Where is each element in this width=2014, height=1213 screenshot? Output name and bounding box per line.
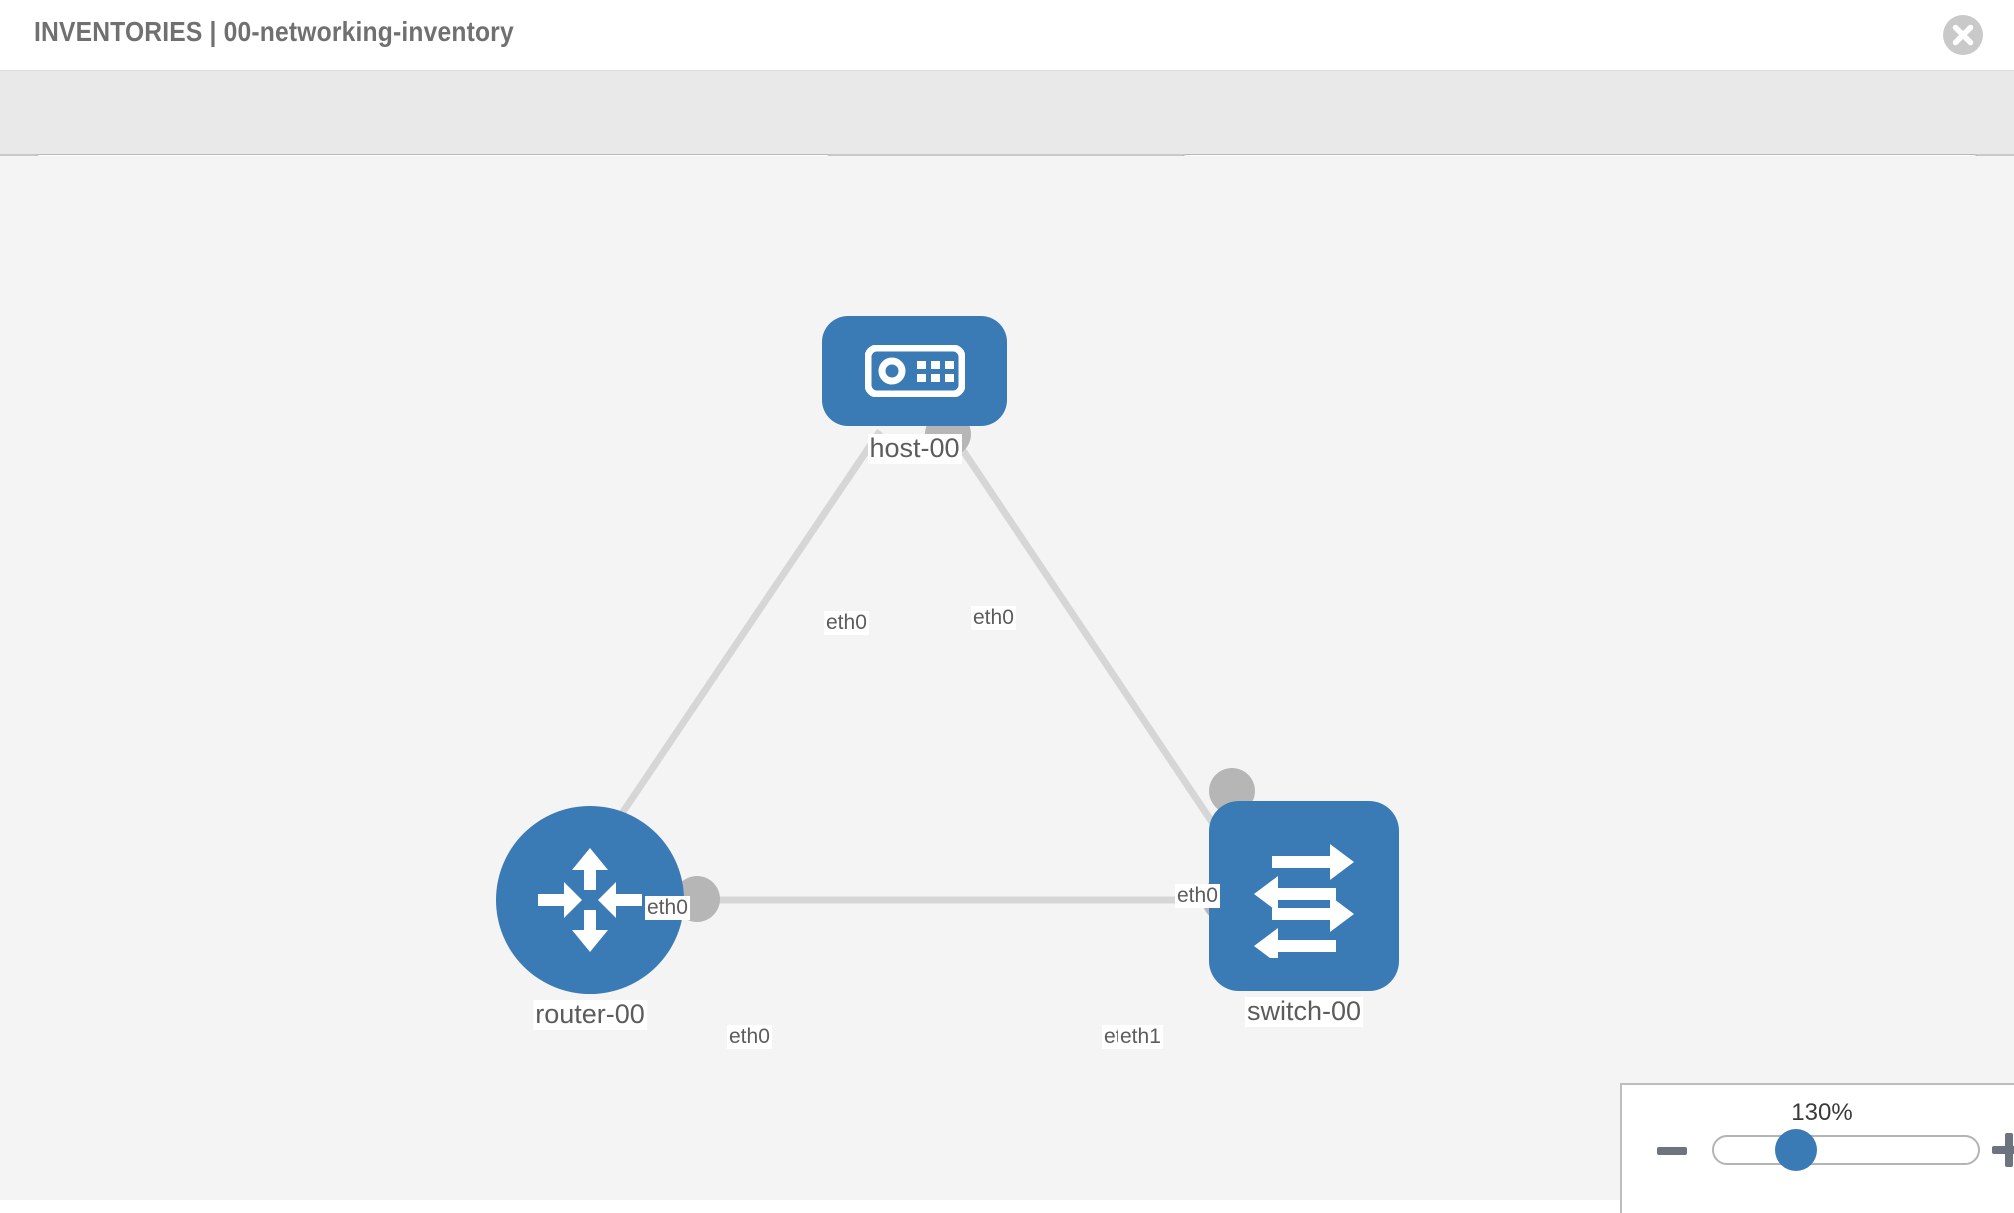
node-host-00-label: host-00 <box>867 433 962 464</box>
node-switch-00-shape <box>1209 801 1399 991</box>
page-title: INVENTORIES | 00-networking-inventory <box>34 16 514 47</box>
interface-label: eth0 <box>727 1025 772 1050</box>
router-icon <box>538 848 642 952</box>
node-router-00-label: router-00 <box>533 999 647 1030</box>
zoom-slider-track[interactable] <box>1712 1135 1980 1165</box>
topology-links <box>597 429 1231 904</box>
link-host00-router00 <box>597 429 883 848</box>
interface-label: eth0 <box>1175 884 1220 909</box>
toolbar: ACTIONS SEARCH <box>0 70 2014 212</box>
server-icon <box>864 345 965 397</box>
node-host-00-shape <box>822 316 1007 426</box>
topology-canvas[interactable]: host-00 router-00 <box>0 156 2014 1200</box>
zoom-control-panel: 130% <box>1620 1083 2014 1213</box>
switch-icon <box>1254 844 1354 958</box>
interface-label: eth0 <box>645 896 690 921</box>
link-host00-switch00 <box>947 429 1231 848</box>
zoom-in-button[interactable] <box>1992 1133 2014 1167</box>
interface-label: eth1 <box>1118 1025 1163 1050</box>
interface-label: eth0 <box>824 611 869 636</box>
interface-label: eth0 <box>971 606 1016 631</box>
zoom-slider-thumb[interactable] <box>1775 1129 1817 1171</box>
node-router-00-shape <box>496 806 684 994</box>
node-router-00[interactable]: router-00 <box>496 806 684 1030</box>
node-switch-00[interactable]: switch-00 <box>1209 801 1399 1027</box>
zoom-out-button[interactable] <box>1657 1147 1687 1155</box>
zoom-level-label: 130% <box>1791 1099 1853 1126</box>
close-icon[interactable] <box>1940 12 1986 58</box>
node-host-00[interactable]: host-00 <box>822 316 1007 464</box>
window-header: INVENTORIES | 00-networking-inventory <box>0 0 2014 70</box>
node-switch-00-label: switch-00 <box>1244 996 1364 1027</box>
